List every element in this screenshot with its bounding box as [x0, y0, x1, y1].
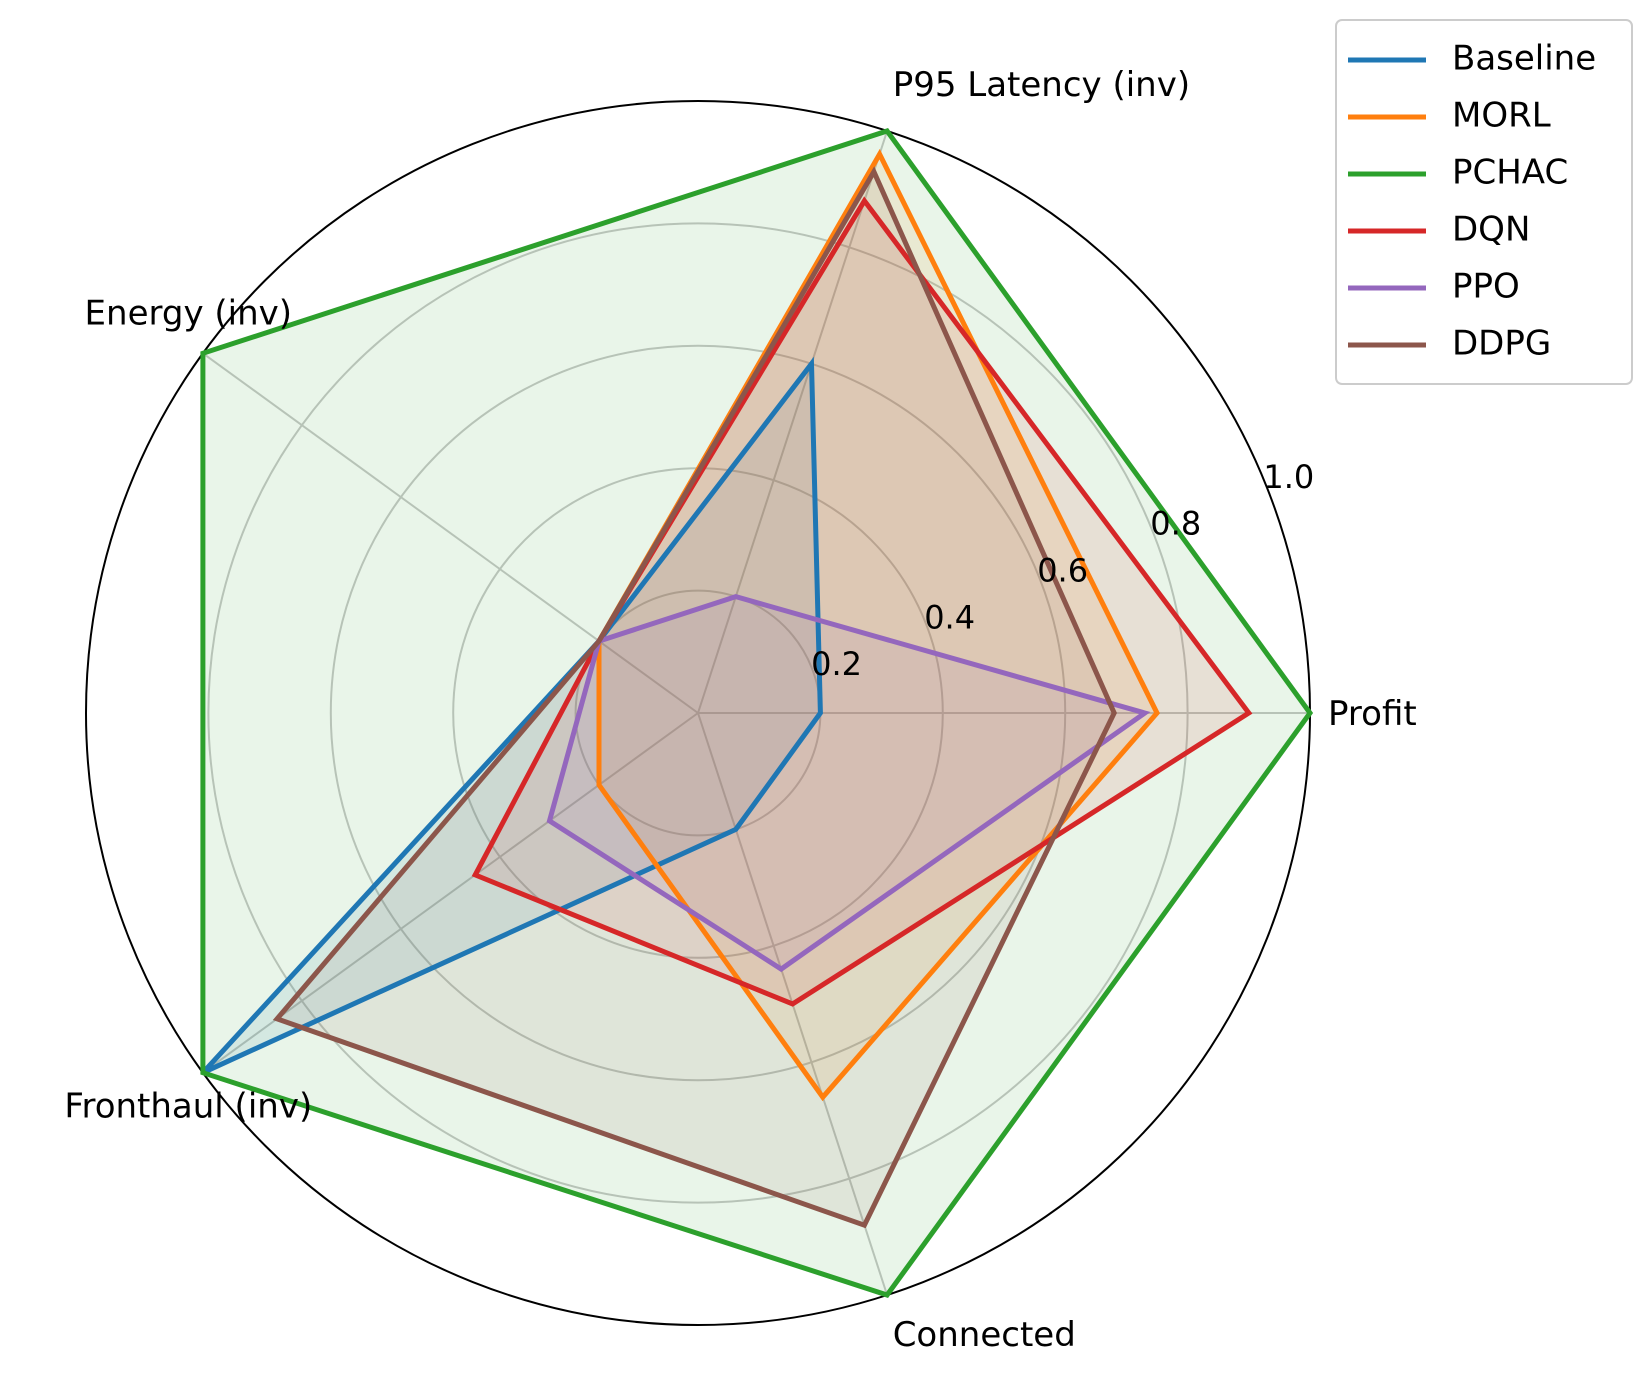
legend-label: DQN: [1452, 210, 1530, 250]
legend-label: PPO: [1452, 267, 1520, 307]
radial-tick-label: 0.6: [1037, 552, 1088, 590]
axis-label: Connected: [893, 1315, 1076, 1355]
grid-spoke: [202, 352, 699, 714]
legend-label: MORL: [1452, 96, 1551, 136]
series-line-ppo: [546, 593, 1151, 973]
axis-label: Profit: [1328, 694, 1417, 734]
radial-tick-label: 1.0: [1263, 458, 1314, 496]
legend-label: PCHAC: [1452, 153, 1568, 193]
axis-label: P95 Latency (inv): [893, 65, 1190, 105]
series-fill-dqn: [475, 200, 1249, 1005]
grid-spoke: [697, 130, 889, 714]
series-fill-ppo: [549, 596, 1145, 970]
legend-frame: [1335, 19, 1633, 385]
radial-tick-label: 0.2: [811, 645, 862, 683]
series-line-baseline: [201, 356, 823, 1075]
series-line-ddpg: [272, 166, 1117, 1229]
series-lines: [200, 128, 1314, 1298]
axis-label: Energy (inv): [85, 294, 293, 334]
radial-tick-label: 0.4: [924, 598, 975, 636]
legend-label: Baseline: [1452, 39, 1596, 79]
series-line-morl: [596, 148, 1160, 1102]
legend-label: DDPG: [1452, 324, 1551, 364]
radial-tick-label: 0.8: [1150, 505, 1201, 543]
axis-labels: Profit P95 Latency (inv) Energy (inv) Front…: [64, 65, 1416, 1355]
radial-tick-labels: 0.2 0.4 0.6 0.8 1.0: [811, 458, 1314, 683]
series-line-dqn: [471, 196, 1253, 1007]
axis-label: Fronthaul (inv): [64, 1086, 312, 1126]
series-line-pchac: [200, 128, 1314, 1298]
series-fill-ddpg: [277, 171, 1115, 1226]
